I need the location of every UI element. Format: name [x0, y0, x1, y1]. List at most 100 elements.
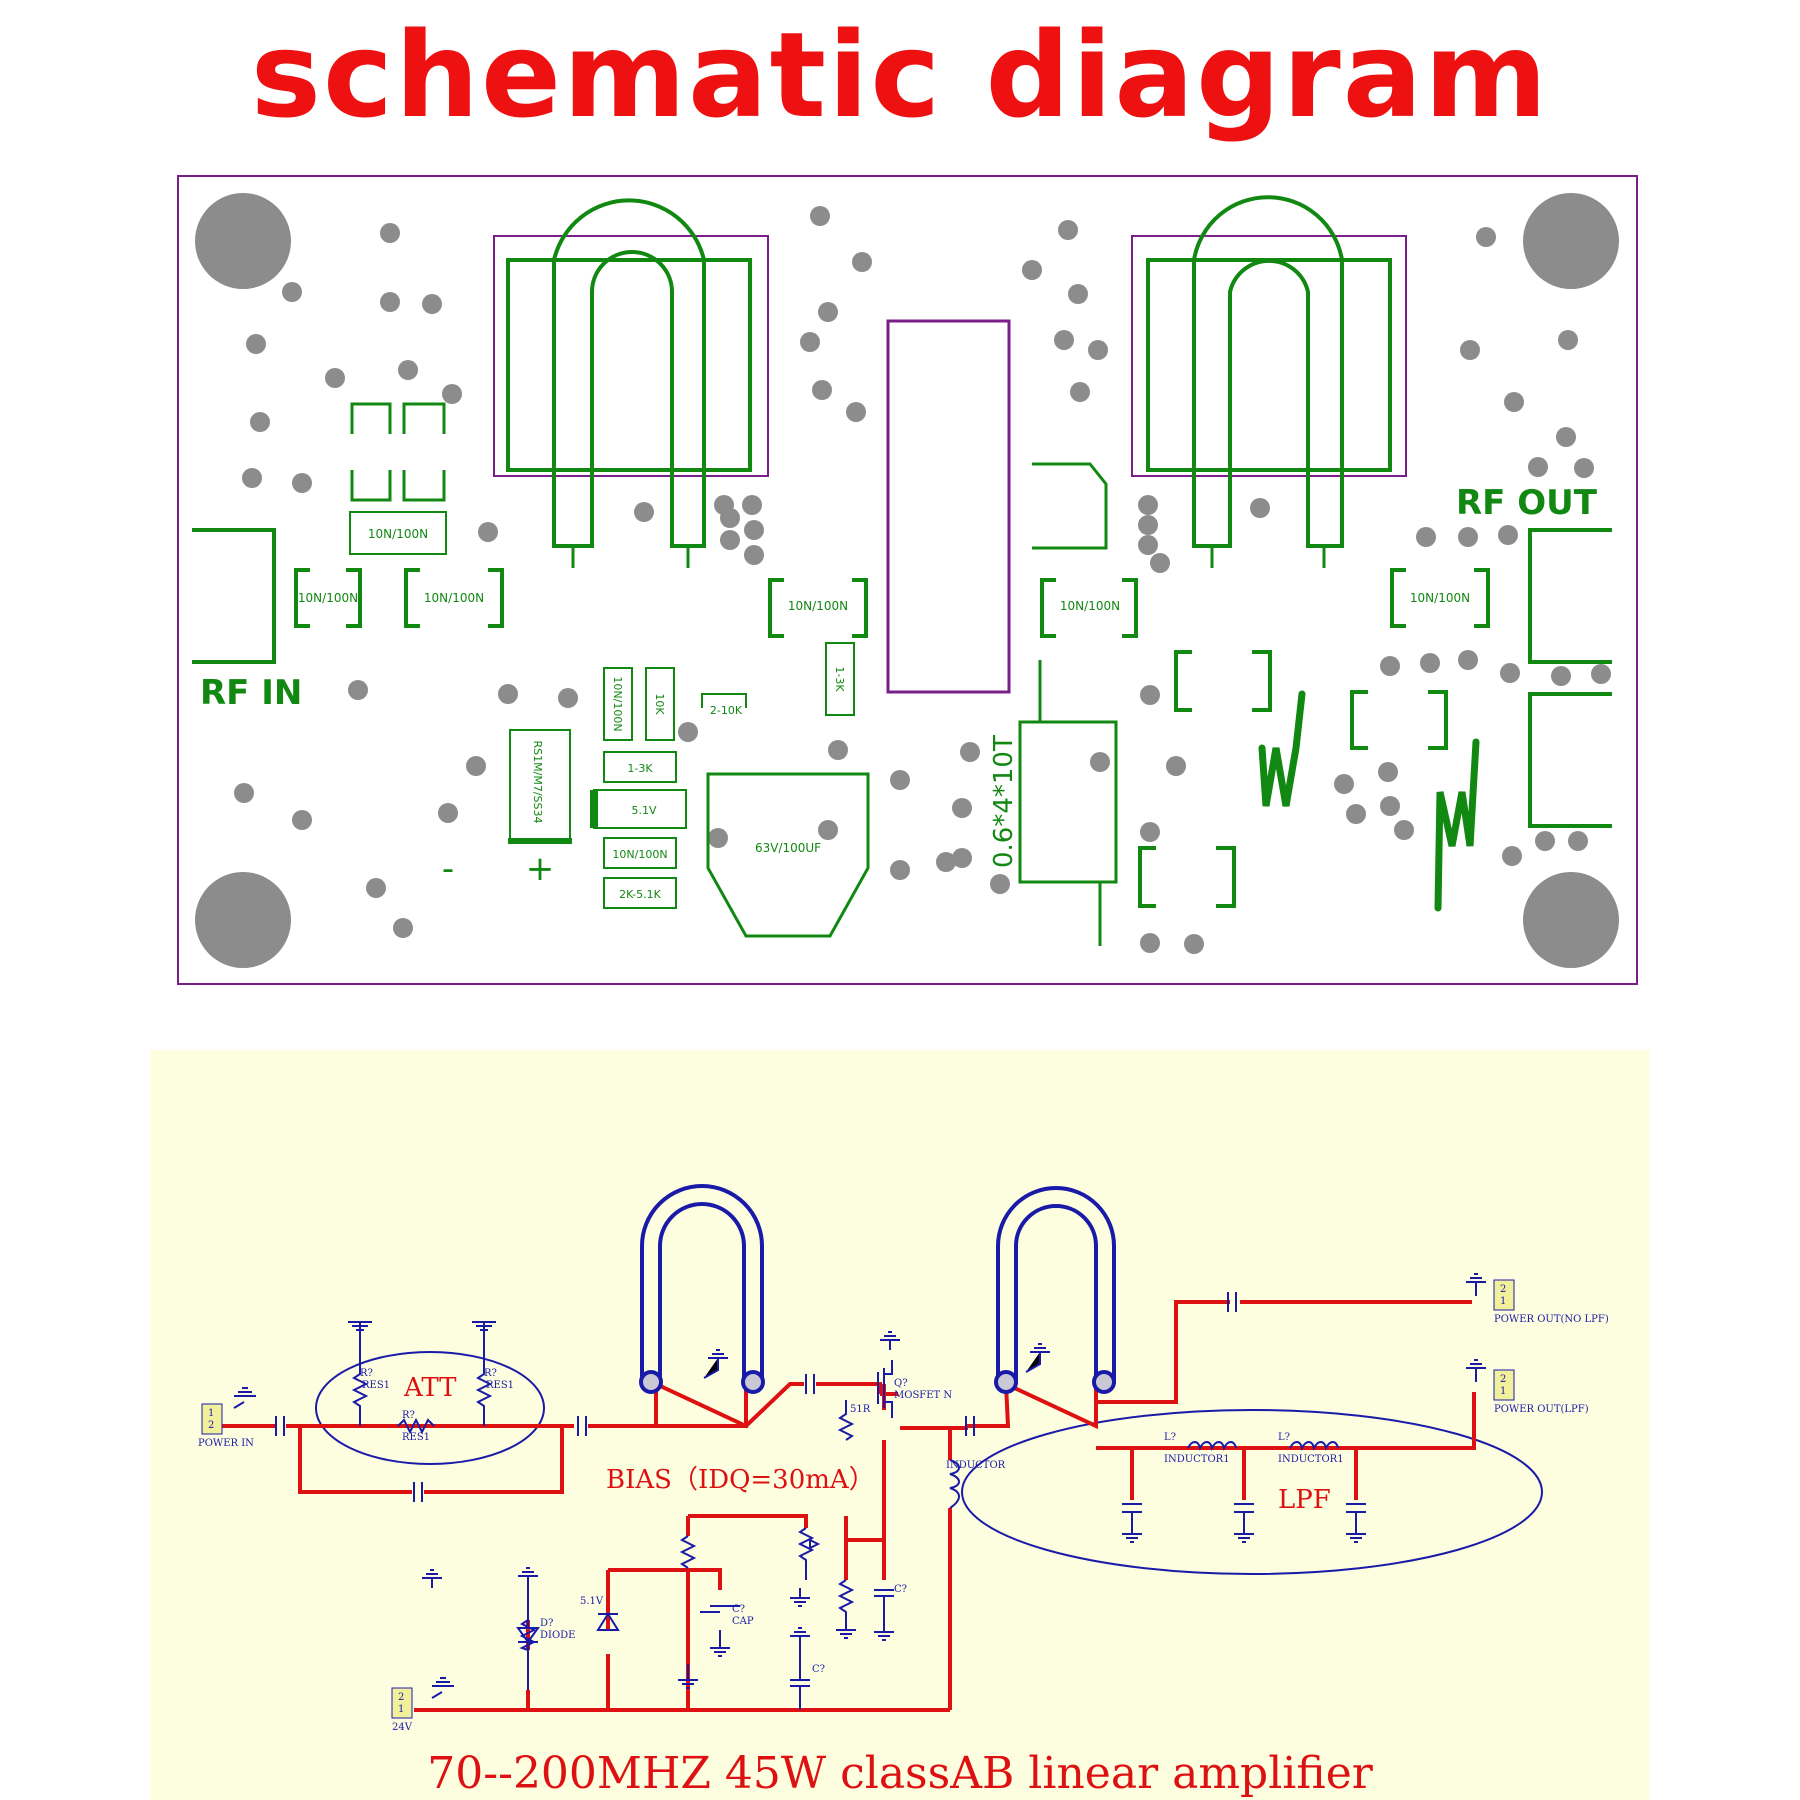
- l2-ref: L?: [1278, 1432, 1290, 1443]
- cap-left1: 10N/100N: [294, 568, 362, 628]
- output-transformer: [1131, 195, 1407, 568]
- res-2k-label: 2K-5.1K: [619, 888, 662, 901]
- nolpf-pin2: 2: [1500, 1284, 1506, 1295]
- supply-cap-ref: C?: [812, 1664, 825, 1675]
- rf-out-label: RF OUT: [1456, 483, 1598, 523]
- mosfet-tab-outline: [1032, 462, 1108, 550]
- att-resistors: [351, 1340, 493, 1435]
- cap-right: 10N/100N: [1390, 568, 1490, 628]
- cap-mid2: 10N/100N: [1040, 578, 1138, 638]
- electrolytic-cap: 63V/100UF: [706, 772, 870, 938]
- power-in-connector: 1 2 POWER IN: [198, 1403, 254, 1449]
- inductor-label: INDUCTOR: [946, 1460, 1006, 1471]
- protection-diode: [516, 1588, 540, 1690]
- mounting-hole: [1523, 193, 1619, 289]
- supply-24v-label: 24V: [392, 1722, 413, 1733]
- diode-label: RS1M/M7/SS34: [531, 741, 544, 824]
- r3-ref: R?: [402, 1410, 415, 1421]
- nolpf-pin1: 1: [1500, 1296, 1506, 1307]
- cap-mid1-label: 10N/100N: [788, 599, 848, 613]
- supply-pin2: 2: [398, 1692, 404, 1703]
- l1-ref: L?: [1164, 1432, 1176, 1443]
- r2-value: RES1: [486, 1380, 514, 1391]
- att-outline: [315, 1351, 545, 1465]
- mosfet-footprint: [886, 319, 1011, 694]
- power-out-nolpf-connector: 2 1 POWER OUT(NO LPF): [1493, 1279, 1609, 1325]
- pcb-layout: RF IN RF OUT 10N/100N 10N/100N 10N/100N …: [177, 175, 1638, 985]
- r1-ref: R?: [360, 1368, 373, 1379]
- cap-left1-label: 10N/100N: [298, 591, 358, 605]
- zener: 5.1V: [590, 789, 687, 829]
- via-group: [234, 206, 1611, 954]
- footer-title: 70--200MHZ 45W classAB linear amplifier: [427, 1748, 1374, 1799]
- rf-in-label: RF IN: [200, 673, 302, 713]
- cap-vert: 10N/100N: [603, 667, 633, 741]
- nolpf-label: POWER OUT(NO LPF): [1494, 1314, 1609, 1325]
- cap-left2: 10N/100N: [404, 568, 504, 628]
- lpf-pads: [1138, 650, 1448, 908]
- trim-2-10k-label: 2-10K: [710, 704, 743, 717]
- input-transformer: [493, 198, 769, 568]
- r1-value: RES1: [362, 1380, 390, 1391]
- cap-top-label: 10N/100N: [368, 527, 428, 541]
- r51-resistor: [837, 1400, 855, 1441]
- cap-low-label: 10N/100N: [612, 848, 667, 861]
- mounting-hole: [195, 193, 291, 289]
- supply-pin1: 1: [398, 1704, 404, 1715]
- res-1-3k-vert-label: 1-3K: [833, 666, 846, 692]
- bias-label: BIAS（IDQ=30mA）: [606, 1465, 875, 1495]
- res-10k-label: 10K: [653, 693, 666, 715]
- power-in-pin1: 1: [208, 1408, 214, 1419]
- cap-vert-label: 10N/100N: [611, 676, 624, 731]
- mosfet-value: MOSFET N: [894, 1390, 952, 1401]
- mounting-hole: [195, 872, 291, 968]
- bias-cap-ref: C?: [894, 1584, 907, 1595]
- minus-label: -: [442, 849, 454, 889]
- zener-voltage: 5.1V: [580, 1596, 604, 1607]
- cap-left2-label: 10N/100N: [424, 591, 484, 605]
- lpf-inductors: [1122, 1441, 1366, 1520]
- supply-24v-connector: 2 1 24V: [391, 1687, 413, 1733]
- cap-mid2-label: 10N/100N: [1060, 599, 1120, 613]
- res-1-3k-vert: 1-3K: [825, 642, 855, 716]
- plus-label: +: [526, 849, 555, 889]
- power-out-lpf-connector: 2 1 POWER OUT(LPF): [1493, 1369, 1589, 1415]
- lpf-coil-1: [1258, 690, 1306, 807]
- cap-value: CAP: [732, 1616, 754, 1627]
- diode-value: DIODE: [540, 1630, 575, 1641]
- electrolytic-label: 63V/100UF: [755, 841, 821, 855]
- rf-out-connector: [1528, 528, 1612, 664]
- lpf-outline: [961, 1409, 1543, 1575]
- res-1-3k-label: 1-3K: [627, 762, 653, 775]
- zener-label: 5.1V: [631, 804, 656, 817]
- cap-ref: C?: [732, 1604, 745, 1615]
- att-label: ATT: [403, 1373, 457, 1403]
- bias-network: [519, 1527, 894, 1710]
- toroid-label: 0.6*4*10T: [989, 735, 1019, 868]
- lpf-out-label: POWER OUT(LPF): [1494, 1404, 1589, 1415]
- l1-value: INDUCTOR1: [1164, 1454, 1230, 1465]
- res-2k: 2K-5.1K: [603, 877, 677, 909]
- r3-value: RES1: [402, 1432, 430, 1443]
- trim-2-10k: 2-10K: [701, 693, 747, 717]
- res-10k: 10K: [645, 667, 675, 741]
- cap-top: 10N/100N: [349, 511, 447, 555]
- input-balun: [639, 1184, 765, 1394]
- cap-low: 10N/100N: [603, 837, 677, 869]
- page-title: schematic diagram: [250, 6, 1550, 144]
- res-1-3k: 1-3K: [603, 751, 677, 783]
- rf-out-connector-2: [1528, 692, 1612, 828]
- power-in-pin2: 2: [208, 1420, 214, 1431]
- mosfet-ref: Q?: [894, 1378, 908, 1389]
- lpf-pin1: 1: [1500, 1386, 1506, 1397]
- mounting-hole: [1523, 872, 1619, 968]
- diode-ref: D?: [540, 1618, 553, 1629]
- power-in-label: POWER IN: [198, 1438, 254, 1449]
- cap-mid1: 10N/100N: [768, 578, 868, 638]
- smd-pads-left: [350, 402, 446, 502]
- lpf-label: LPF: [1278, 1485, 1331, 1515]
- lpf-pin2: 2: [1500, 1374, 1506, 1385]
- toroid-part: 0.6*4*10T: [989, 660, 1118, 946]
- cap-right-label: 10N/100N: [1410, 591, 1470, 605]
